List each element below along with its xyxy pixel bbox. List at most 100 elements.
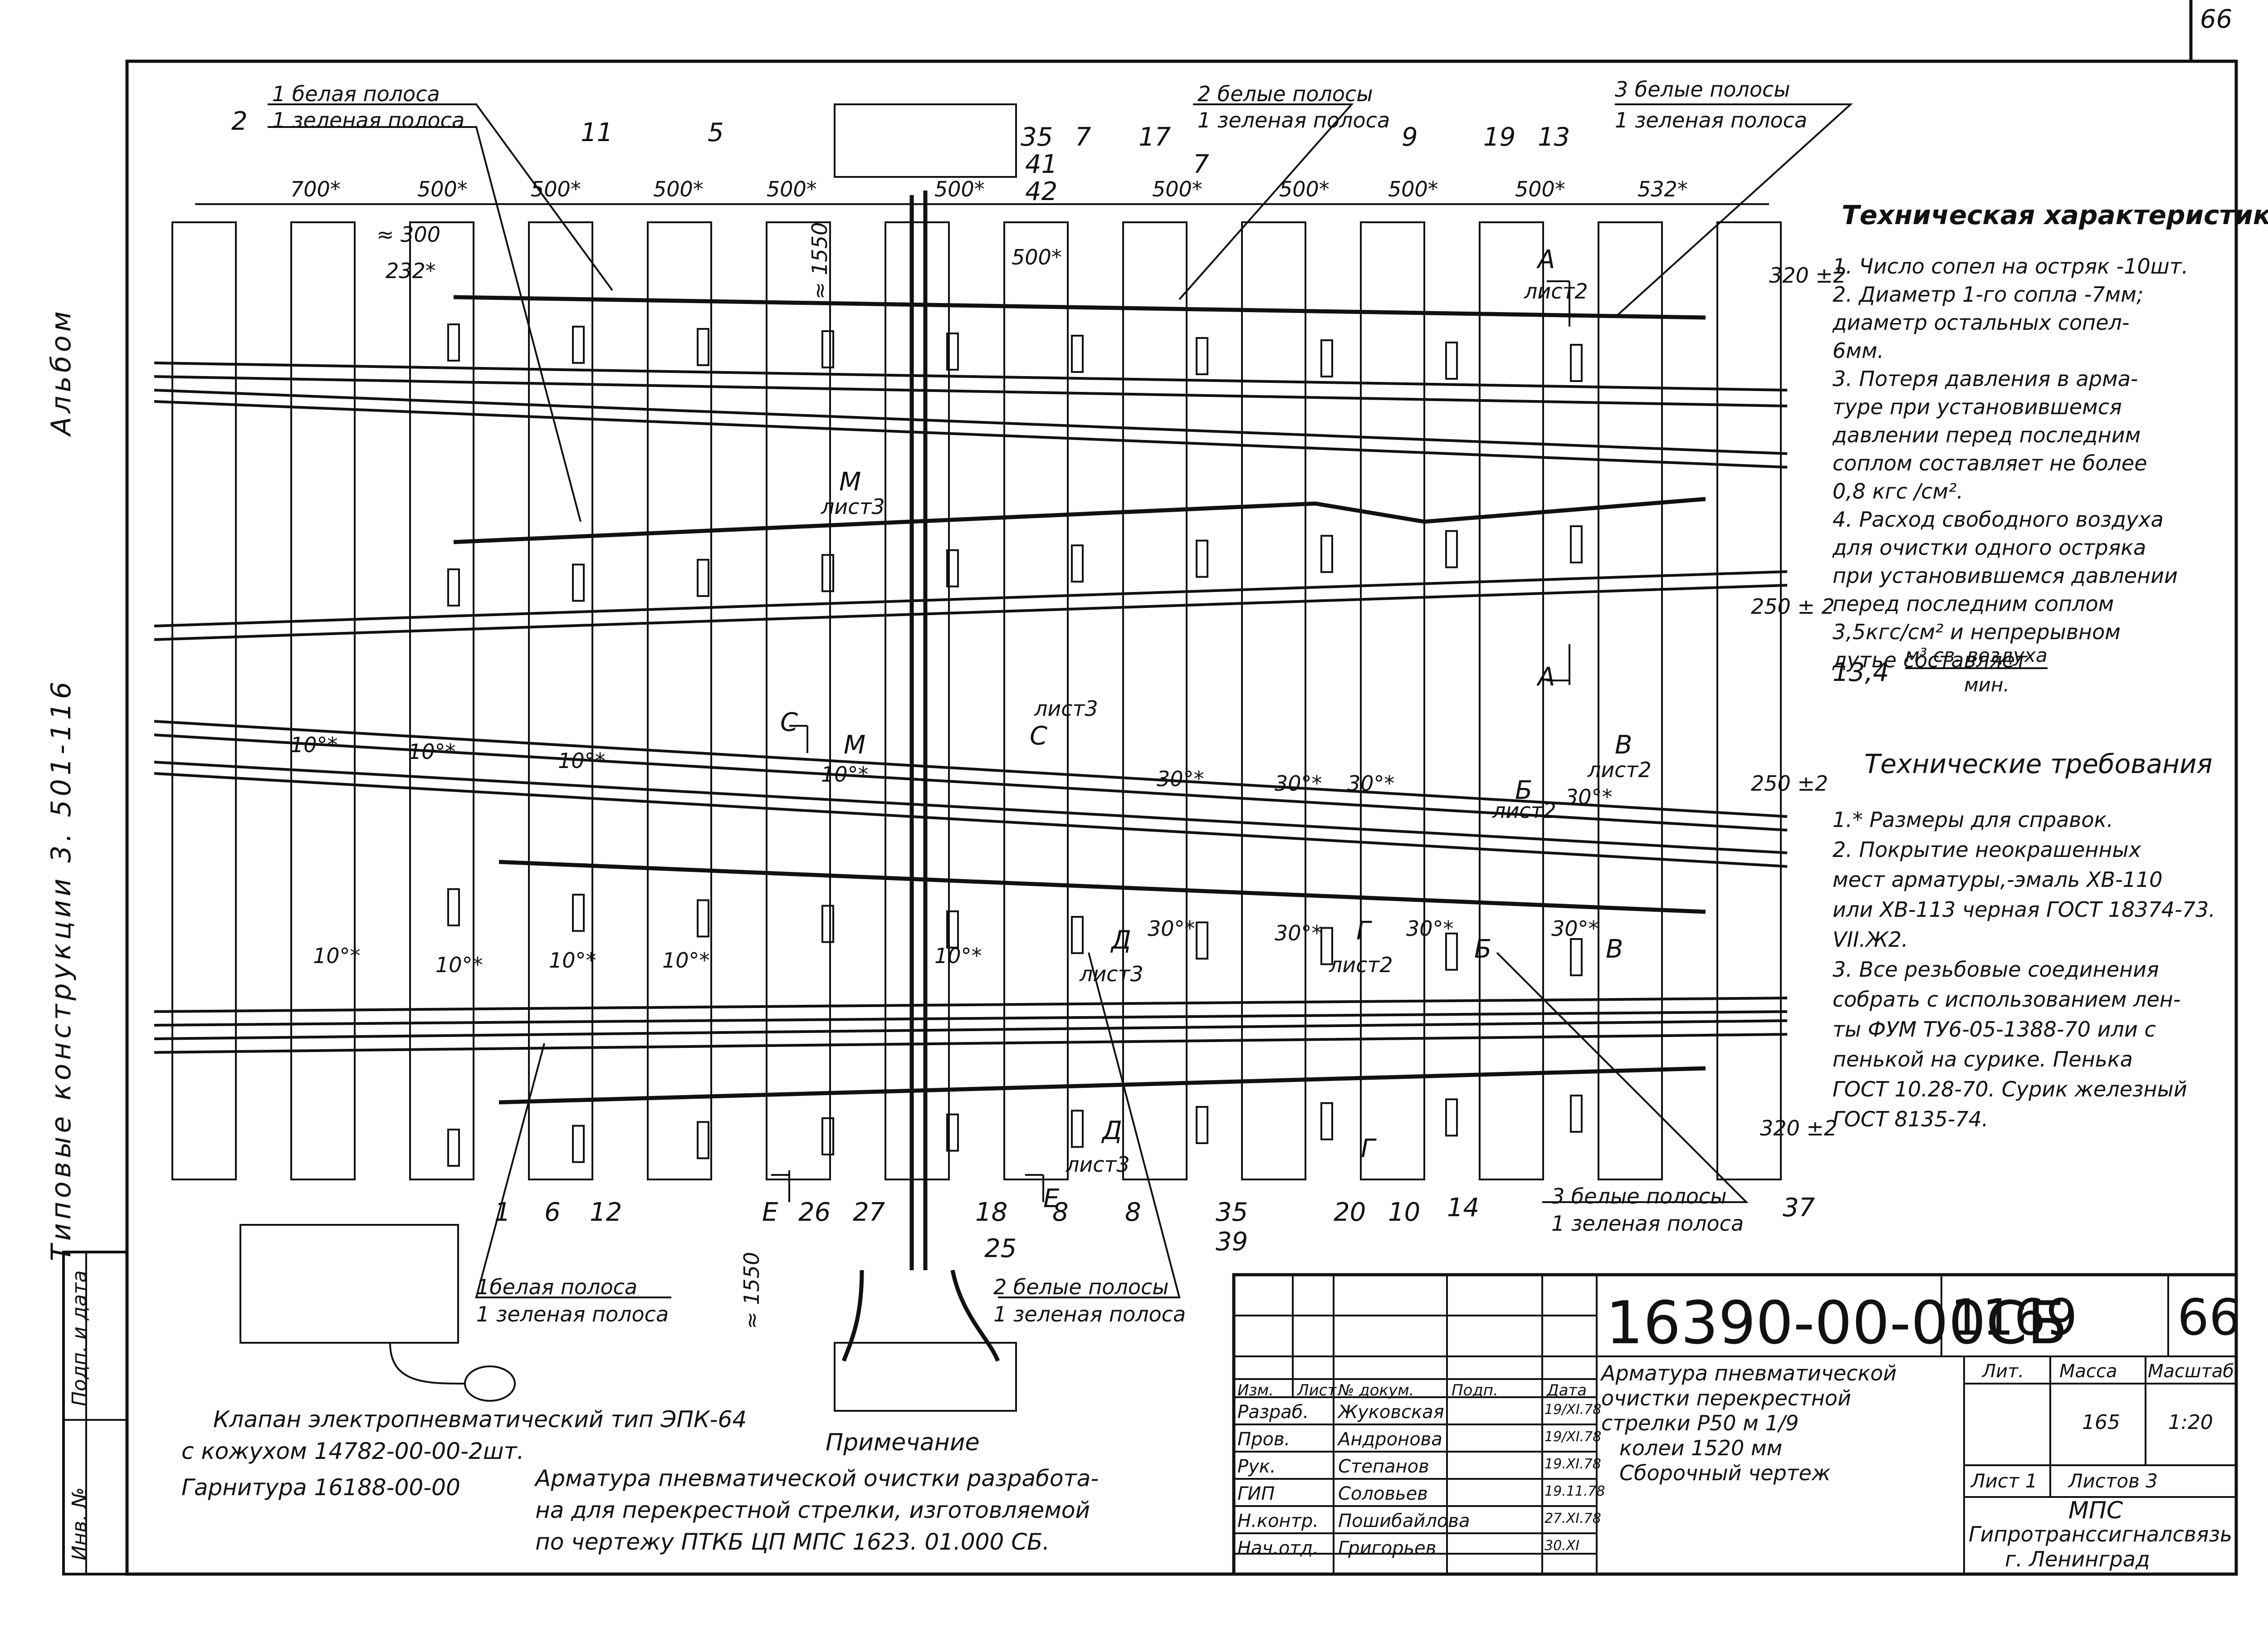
section-mark: Д bbox=[1111, 925, 1131, 955]
mass-header: Масса bbox=[2059, 1361, 2117, 1382]
dimension: 500* bbox=[934, 177, 985, 201]
signature-role: ГИП bbox=[1237, 1483, 1275, 1504]
nozzle bbox=[1320, 535, 1333, 573]
note-text: на для перекрестной стрелки, изготовляем… bbox=[535, 1497, 1090, 1523]
nozzle bbox=[1570, 344, 1583, 382]
nozzle bbox=[1071, 1110, 1084, 1148]
dimension: 500* bbox=[1279, 177, 1330, 201]
tech-characteristic-line: 6мм. bbox=[1833, 338, 1884, 363]
tech-requirement-line: VII.Ж2. bbox=[1833, 927, 1908, 952]
tech-requirement-line: собрать с использованием лен- bbox=[1833, 987, 2181, 1012]
position-number: 7 bbox=[1075, 122, 1091, 152]
flow-value: 13,4 bbox=[1833, 658, 1889, 687]
sleeper bbox=[409, 221, 474, 1180]
signature-name: Степанов bbox=[1338, 1456, 1429, 1477]
signature-date: 19/XI.78 bbox=[1545, 1402, 1602, 1418]
nozzle bbox=[1445, 342, 1458, 380]
tech-characteristics-title: Техническая характеристика bbox=[1842, 200, 2268, 230]
tech-characteristic-line: 1. Число сопел на остряк -10шт. bbox=[1833, 254, 2189, 279]
tech-requirement-line: ты ФУМ ТУ6-05-1388-70 или с bbox=[1833, 1017, 2156, 1042]
nozzle bbox=[946, 910, 959, 949]
nozzle bbox=[821, 905, 834, 943]
tech-characteristic-line: давлении перед последним bbox=[1833, 423, 2141, 447]
dimension: ≈ 1550 bbox=[739, 1252, 764, 1329]
nozzle bbox=[1196, 1106, 1208, 1144]
nozzle bbox=[572, 563, 585, 602]
tech-requirements-title: Технические требования bbox=[1864, 749, 2213, 779]
sheet-number: 66 bbox=[2200, 5, 2233, 34]
position-number: 14 bbox=[1447, 1193, 1480, 1223]
valve-note: Клапан электропневматический тип ЭПК-64 bbox=[213, 1406, 747, 1433]
section-sheet: лист3 bbox=[821, 494, 885, 519]
scale-header: Масштаб bbox=[2148, 1361, 2234, 1382]
sleeper bbox=[290, 221, 356, 1180]
signature-role: Разраб. bbox=[1237, 1402, 1309, 1423]
section-mark: Б bbox=[1515, 776, 1533, 805]
section-sheet: лист3 bbox=[1080, 962, 1144, 986]
section-sheet: лист2 bbox=[1588, 758, 1652, 782]
stripe-label: 1 зеленая полоса bbox=[993, 1302, 1186, 1326]
stripe-label: 1 белая полоса bbox=[272, 82, 440, 106]
nozzle bbox=[447, 568, 460, 607]
tech-characteristic-line: для очистки одного остряка bbox=[1833, 535, 2146, 560]
section-mark: Д bbox=[1102, 1116, 1122, 1145]
sleeper bbox=[1598, 221, 1663, 1180]
position-number: 2 bbox=[231, 107, 248, 136]
series-label: Типовые конструкции 3. 501-116 bbox=[45, 678, 77, 1261]
scale-value: 1:20 bbox=[2168, 1411, 2213, 1434]
tech-characteristic-line: 2. Диаметр 1-го сопла -7мм; bbox=[1833, 282, 2144, 307]
tech-characteristic-line: 3. Потеря давления в арма- bbox=[1833, 367, 2138, 391]
flow-denominator: мин. bbox=[1964, 674, 2009, 696]
position-number: 9 bbox=[1402, 122, 1418, 152]
dimension: 320 ±2 bbox=[1769, 263, 1847, 288]
nozzle bbox=[1071, 916, 1084, 954]
nozzle bbox=[946, 549, 959, 587]
tech-characteristic-line: 3,5кгс/см² и непрерывном bbox=[1833, 620, 2121, 644]
angle-label: 30°* bbox=[1275, 771, 1322, 796]
angle-label: 30°* bbox=[1148, 916, 1195, 941]
position-number: 41 bbox=[1025, 150, 1058, 179]
position-number: 35 bbox=[1021, 122, 1053, 152]
tech-requirement-line: или ХВ-113 черная ГОСТ 18374-73. bbox=[1833, 897, 2215, 922]
archive-code-2: 66 bbox=[2177, 1288, 2241, 1346]
position-number: 25 bbox=[984, 1234, 1017, 1263]
nozzle bbox=[1570, 525, 1583, 563]
sleeper bbox=[528, 221, 593, 1180]
sleeper bbox=[171, 221, 237, 1180]
header-data: Дата bbox=[1547, 1381, 1587, 1399]
nozzle bbox=[572, 326, 585, 364]
nozzle bbox=[1320, 1102, 1333, 1140]
angle-label: 10°* bbox=[549, 948, 596, 973]
nozzle bbox=[1320, 339, 1333, 377]
lit-header: Лит. bbox=[1982, 1361, 2024, 1382]
position-number: 20 bbox=[1334, 1198, 1366, 1227]
org-ministry: МПС bbox=[2068, 1497, 2123, 1524]
archive-code: 1169 bbox=[1950, 1288, 2077, 1346]
signature-name: Андронова bbox=[1338, 1429, 1442, 1450]
nozzle bbox=[697, 558, 709, 597]
dimension: 500* bbox=[1152, 177, 1202, 201]
dimension: 532* bbox=[1637, 177, 1688, 201]
signature-name: Пошибайлова bbox=[1338, 1511, 1470, 1531]
tech-requirement-line: пенькой на сурике. Пенька bbox=[1833, 1047, 2133, 1071]
sleeper bbox=[1241, 221, 1306, 1180]
position-number: 5 bbox=[708, 118, 724, 147]
header-list: Лист bbox=[1297, 1381, 1337, 1399]
header-izm: Изм. bbox=[1237, 1381, 1274, 1399]
nozzle bbox=[1196, 337, 1208, 375]
position-number: 42 bbox=[1025, 177, 1058, 206]
stamp-inv: Инв. № bbox=[68, 1487, 91, 1561]
sleeper bbox=[1360, 221, 1425, 1180]
valve-note: с кожухом 14782-00-00-2шт. bbox=[181, 1438, 524, 1464]
stripe-label: 2 белые полосы bbox=[993, 1275, 1169, 1299]
section-mark: С bbox=[780, 708, 798, 737]
position-number: 35 bbox=[1216, 1198, 1248, 1227]
position-number: 12 bbox=[590, 1198, 622, 1227]
angle-label: 30°* bbox=[1347, 771, 1395, 796]
tech-requirement-line: ГОСТ 8135-74. bbox=[1833, 1107, 1989, 1131]
signature-role: Пров. bbox=[1237, 1429, 1290, 1450]
nozzle bbox=[1196, 921, 1208, 960]
product-name: очистки перекрестной bbox=[1601, 1386, 1851, 1410]
angle-label: 10°* bbox=[313, 944, 361, 968]
nozzle bbox=[572, 894, 585, 932]
